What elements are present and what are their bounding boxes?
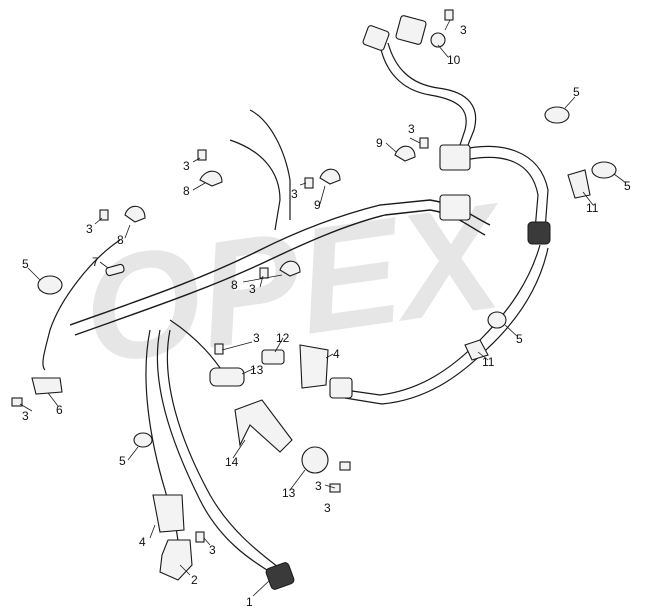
grommet-5a — [544, 106, 570, 124]
callout-13-b: 13 — [282, 486, 296, 500]
screw-a — [444, 9, 454, 21]
screw-d — [304, 177, 314, 189]
grommet-5b — [591, 161, 617, 179]
grommet-5c — [37, 275, 63, 295]
screw-g — [214, 343, 224, 355]
grommet-5e — [133, 432, 153, 448]
callout-9-a: 9 — [376, 136, 383, 150]
sensor-6 — [31, 377, 63, 395]
part-7 — [105, 263, 125, 277]
callout-5-c: 5 — [22, 257, 29, 271]
branch-right-2 — [464, 156, 539, 231]
connector-right — [527, 221, 551, 245]
junction-block-lower — [439, 194, 471, 221]
clamp-8a — [199, 170, 223, 187]
parts — [11, 9, 617, 590]
screw-i — [339, 461, 351, 471]
callout-11-b: 11 — [482, 355, 495, 369]
connector-10a — [362, 25, 390, 51]
callout-11-a: 11 — [586, 201, 599, 215]
callout-3-c: 3 — [183, 159, 190, 173]
connector-mid — [329, 377, 353, 399]
connector-right-body — [527, 221, 551, 245]
screw-e — [99, 209, 109, 221]
callout-3-d: 3 — [291, 187, 298, 201]
elbow-connector-2 — [159, 539, 193, 581]
sensor-13b — [301, 446, 329, 474]
connector-1 — [265, 562, 295, 590]
bracket-4a — [299, 344, 329, 389]
callout-4-b: 4 — [139, 535, 146, 549]
screw-f — [259, 267, 269, 279]
harness-wires — [42, 42, 549, 576]
branch-left — [42, 239, 121, 371]
branch-upper-left — [229, 139, 281, 231]
callout-5-b: 5 — [624, 179, 631, 193]
branch-top — [379, 44, 467, 161]
branch-upper-left-2 — [249, 109, 291, 220]
callout-13-a: 13 — [250, 363, 264, 377]
callout-3-k: 3 — [324, 501, 331, 515]
clamp-8c — [279, 260, 301, 277]
screw-k — [195, 531, 205, 543]
callout-6: 6 — [56, 403, 63, 417]
callout-7: 7 — [92, 255, 99, 269]
callout-14: 14 — [225, 455, 239, 469]
callout-4-a: 4 — [333, 347, 340, 361]
plate-11a — [567, 169, 591, 199]
callout-9-b: 9 — [314, 198, 321, 212]
leader-lines — [19, 19, 627, 597]
screw-h — [11, 397, 23, 407]
callout-3-f: 3 — [249, 282, 256, 296]
callout-5-d: 5 — [516, 332, 523, 346]
callout-5-a: 5 — [573, 85, 580, 99]
callout-8-b: 8 — [117, 233, 124, 247]
callout-3-i: 3 — [315, 479, 322, 493]
callout-2: 2 — [191, 573, 198, 587]
sensor-12 — [261, 349, 285, 365]
connector-10-cap — [430, 32, 446, 48]
clamp-8b — [124, 205, 146, 223]
callout-3-h: 3 — [22, 409, 29, 423]
callout-3-b: 3 — [408, 122, 415, 136]
sensor-13a — [209, 367, 245, 387]
connector-10b — [395, 15, 427, 45]
branch-top-2 — [387, 42, 477, 161]
screw-b — [197, 149, 207, 161]
callout-1: 1 — [246, 595, 253, 609]
callout-3-a: 3 — [460, 23, 467, 37]
bracket-4b — [152, 494, 185, 533]
branch-lower-right-2 — [344, 247, 549, 405]
callout-3-j: 3 — [209, 543, 216, 557]
callout-labels: 1 2 3 3 3 3 3 3 3 3 3 3 3 4 4 5 5 5 5 5 … — [22, 23, 631, 609]
callout-3-g: 3 — [253, 331, 260, 345]
branch-down-1 — [156, 329, 276, 576]
callout-8-a: 8 — [183, 184, 190, 198]
callout-8-c: 8 — [231, 278, 238, 292]
callout-5-e: 5 — [119, 454, 126, 468]
clamp-9a — [319, 168, 341, 185]
callout-10: 10 — [447, 53, 461, 67]
grommet-5d — [487, 311, 507, 329]
callout-3-e: 3 — [86, 222, 93, 236]
clamp-9b — [394, 145, 416, 162]
screw-c — [419, 137, 429, 149]
bracket-14 — [234, 399, 293, 453]
branch-down-1b — [166, 329, 283, 571]
junction-block — [439, 144, 471, 171]
callout-12: 12 — [276, 331, 290, 345]
branch-right — [459, 145, 549, 231]
